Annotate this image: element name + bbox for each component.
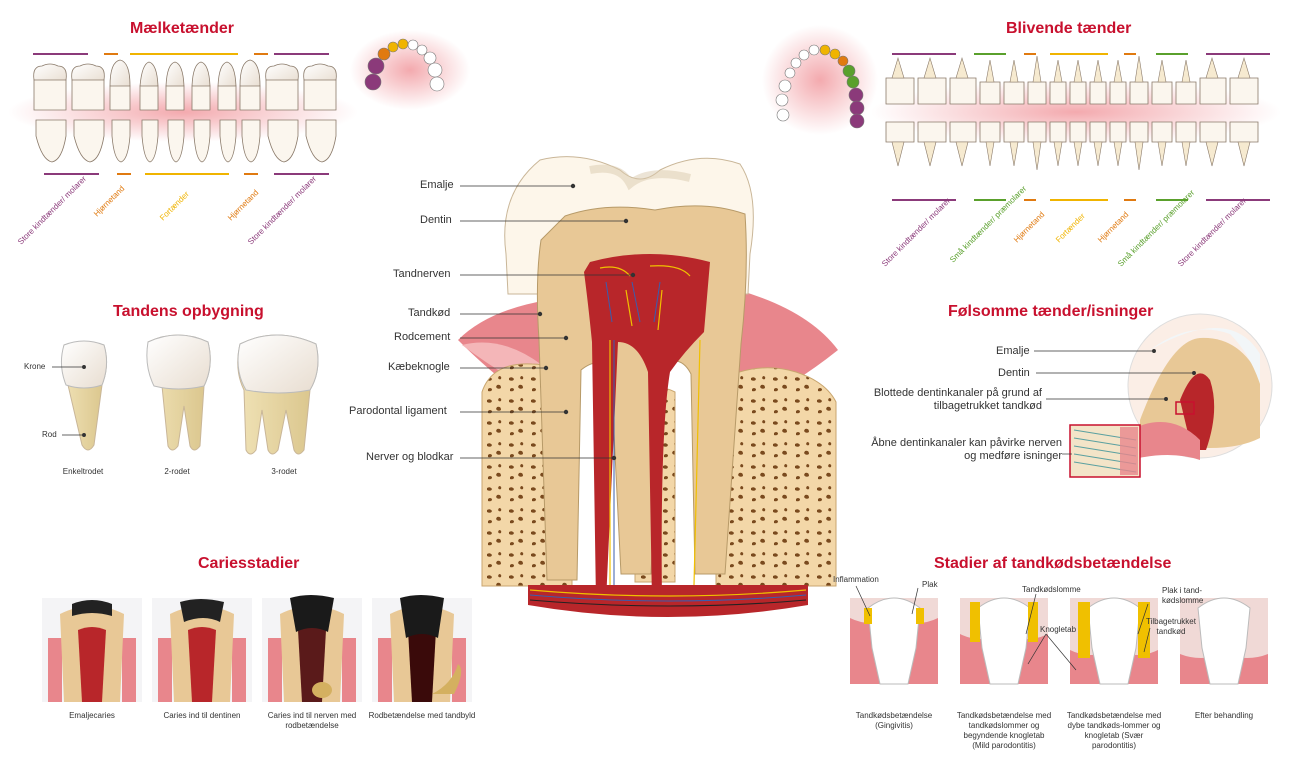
label-dentin: Dentin	[420, 214, 452, 226]
milk-arch-illustration	[350, 30, 470, 110]
gum-disease-title: Stadier af tandkødsbetændelse	[934, 555, 1172, 572]
sensitive-title: Følsomme tænder/isninger	[948, 303, 1154, 320]
milk-bar-molar-top-left	[33, 53, 88, 55]
perm-bar-incisor-bottom	[1050, 199, 1108, 201]
perm-bar-premolar-bottom-right	[1156, 199, 1188, 201]
label-parodontal-ligament: Parodontal ligament	[349, 405, 447, 417]
caries-illustrations	[42, 595, 472, 702]
label-nerver-og-blodkar: Nerver og blodkar	[366, 451, 454, 463]
gum-stage-3: Tandkødsbetændelse med dybe tandkøds-lom…	[1066, 711, 1162, 750]
label-emalje: Emalje	[420, 179, 454, 191]
milk-teeth-title: Mælketænder	[130, 20, 235, 37]
gum-callout-tandkodslomme: Tandkødslomme	[1022, 585, 1081, 594]
caries-label-2: Caries ind til dentinen	[163, 711, 241, 720]
gum-callout-tilbagetrukket: Tilbagetrukket tandkød	[1146, 617, 1196, 636]
sensitive-tooth-illustration	[1034, 313, 1273, 478]
label-tandnerven: Tandnerven	[393, 268, 451, 280]
gum-callout-knogletab: Knogletab	[1040, 625, 1077, 634]
perm-bar-incisor-top	[1050, 53, 1108, 55]
perm-bar-premolar-bottom-left	[974, 199, 1006, 201]
permanent-teeth-title: Blivende tænder	[1006, 20, 1132, 37]
sensitive-label-exposed: Blottede dentinkanaler på grund af tilba…	[873, 387, 1042, 412]
label-tandkod: Tandkød	[408, 307, 451, 319]
caries-label-3: Caries ind til nerven med rodbetændelse	[267, 711, 357, 730]
milk-bar-incisor-bottom	[145, 173, 229, 175]
perm-bar-molar-bottom-left	[892, 199, 956, 201]
milk-bar-molar-bottom-right	[274, 173, 329, 175]
perm-bar-molar-top-left	[892, 53, 956, 55]
structure-title: Tandens opbygning	[113, 303, 264, 320]
permanent-arch-illustration	[762, 25, 878, 135]
perm-bar-premolar-top-right	[1156, 53, 1188, 55]
milk-bar-incisor-top	[130, 53, 238, 55]
gum-callout-inflammation: Inflammation	[833, 575, 879, 584]
gum-callout-plak-i-lomme: Plak i tand-kødslomme	[1162, 586, 1204, 605]
perm-bar-molar-top-right	[1206, 53, 1270, 55]
label-krone: Krone	[24, 362, 46, 371]
gum-stage-1: Tandkødsbetændelse (Gingivitis)	[855, 711, 933, 730]
milk-teeth-rows	[8, 59, 358, 163]
label-3-rodet: 3-rodet	[271, 467, 297, 476]
milk-bar-canine-bottom-left	[117, 173, 131, 175]
perm-bar-canine-bottom-left	[1024, 199, 1036, 201]
sensitive-label-dentin: Dentin	[998, 367, 1030, 379]
milk-bar-canine-bottom-right	[244, 173, 258, 175]
gum-stage-2: Tandkødsbetændelse med tandkødslommer og…	[956, 711, 1052, 750]
caries-label-4: Rodbetændelse med tandbyld	[368, 711, 476, 720]
label-rod: Rod	[42, 430, 57, 439]
perm-bar-molar-bottom-right	[1206, 199, 1270, 201]
perm-bar-premolar-top-left	[974, 53, 1006, 55]
gum-disease-illustrations	[850, 585, 1268, 685]
milk-bar-canine-top-left	[104, 53, 118, 55]
caries-title: Cariesstadier	[198, 555, 300, 572]
sensitive-label-emalje: Emalje	[996, 345, 1030, 357]
gum-callout-plak: Plak	[922, 580, 938, 589]
milk-bar-molar-bottom-left	[44, 173, 99, 175]
perm-bar-canine-top-right	[1124, 53, 1136, 55]
permanent-teeth-rows	[871, 55, 1281, 171]
label-kaebeknogle: Kæbeknogle	[388, 361, 450, 373]
label-enkeltrodet: Enkeltrodet	[62, 467, 104, 476]
main-tooth-cross-section	[458, 156, 838, 617]
label-rodcement: Rodcement	[394, 331, 451, 343]
milk-bar-canine-top-right	[254, 53, 268, 55]
main-leader-lines	[460, 183, 636, 461]
sensitive-label-open-tubules: Åbne dentinkanaler kan påvirke nerven og…	[871, 437, 1062, 462]
milk-bar-molar-top-right	[274, 53, 329, 55]
caries-label-1: Emaljecaries	[69, 711, 115, 720]
gum-stage-4: Efter behandling	[1194, 711, 1254, 720]
tooth-type-examples	[52, 334, 319, 455]
perm-bar-canine-bottom-right	[1124, 199, 1136, 201]
perm-bar-canine-top-left	[1024, 53, 1036, 55]
label-2-rodet: 2-rodet	[164, 467, 190, 476]
